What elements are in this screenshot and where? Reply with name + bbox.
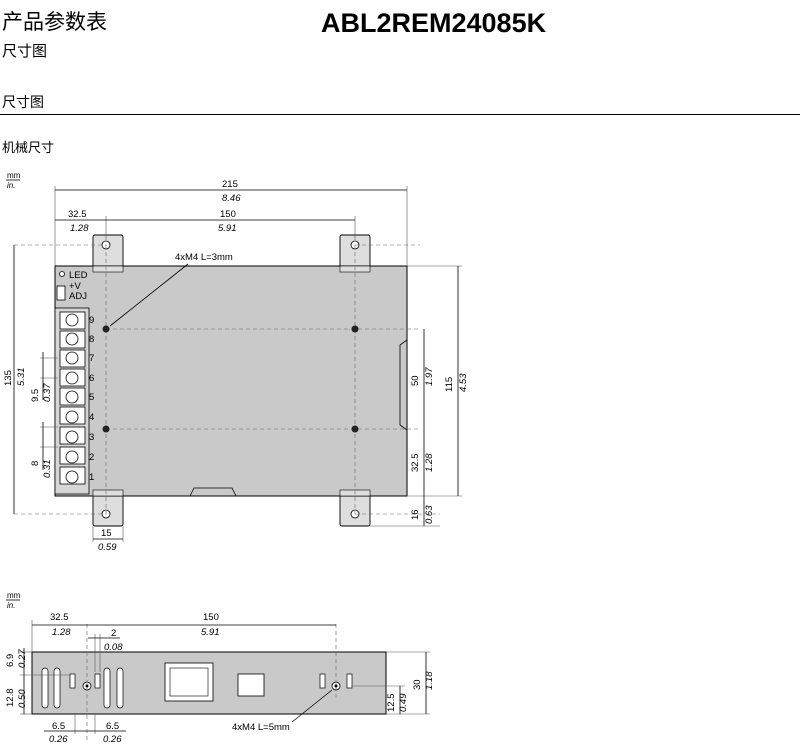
side-dim-top-offset-in: 0.27 — [17, 649, 28, 668]
side-dim-top-offset-mm: 6.9 — [5, 654, 16, 667]
terminal-4: 4 — [89, 412, 94, 423]
panel-adj: ADJ — [69, 291, 87, 302]
side-dim-bottom-offset-mm: 12.8 — [5, 689, 16, 708]
unit-in: in. — [7, 181, 15, 190]
dim-overall-width-in: 8.46 — [222, 193, 241, 204]
mount-holes-callout: 4xM4 L=3mm — [175, 252, 233, 263]
dim-terminal-pitch-in: 0.37 — [42, 383, 53, 402]
mount-hole — [351, 425, 359, 433]
terminal-3: 3 — [89, 432, 94, 443]
dim-tab-height-in: 0.63 — [424, 505, 435, 524]
dim-overall-width-mm: 215 — [222, 179, 238, 190]
mount-hole — [351, 325, 359, 333]
section-divider — [0, 114, 800, 115]
terminal-9: 9 — [89, 315, 94, 326]
dim-left-offset-in: 1.28 — [70, 223, 89, 234]
terminal-6: 6 — [89, 373, 94, 384]
terminal-screws — [59, 311, 86, 485]
unit-body — [54, 265, 408, 497]
dim-left-offset-mm: 32.5 — [68, 209, 87, 220]
side-dim-right-offset-mm: 12.5 — [386, 694, 397, 713]
terminal-1: 1 — [89, 472, 94, 483]
terminal-8: 8 — [89, 334, 94, 345]
dim-hole-pitch-in: 5.91 — [218, 223, 237, 234]
dim-height-in: 5.31 — [16, 368, 27, 387]
side-view: mm in. 32.5 1.28 150 5.91 — [5, 591, 435, 745]
mount-hole — [102, 425, 110, 433]
dim-terminal-gap-mm: 8 — [30, 461, 41, 466]
subsection-title: 机械尺寸 — [2, 141, 55, 156]
dim-height-mm: 135 — [3, 370, 14, 386]
terminal-7: 7 — [89, 353, 94, 364]
dim-lower-offset-mm: 32.5 — [410, 454, 421, 473]
side-dim-hole-pitch-in: 5.91 — [201, 627, 220, 638]
panel-led: LED — [69, 270, 88, 281]
side-dim-slot-in: 0.08 — [104, 642, 123, 653]
side-dim-bottom-right-mm: 6.5 — [106, 721, 119, 732]
terminal-2: 2 — [89, 452, 94, 463]
side-dim-left-offset-mm: 32.5 — [50, 612, 69, 623]
dim-lower-offset-in: 1.28 — [424, 453, 435, 472]
mount-hole — [102, 325, 110, 333]
side-dim-hole-pitch-mm: 150 — [203, 612, 219, 623]
side-dim-height-in: 1.18 — [424, 671, 435, 690]
unit-mm: mm — [7, 171, 21, 180]
dim-hole-pitch-mm: 150 — [220, 209, 236, 220]
panel-v: +V — [69, 281, 82, 292]
side-dim-right-offset-in: 0.49 — [398, 693, 409, 712]
page-title: 产品参数表 — [2, 10, 107, 34]
dim-tab-height-mm: 16 — [410, 509, 421, 520]
page-subtitle: 尺寸图 — [2, 42, 48, 60]
side-dim-bottom-left-in: 0.26 — [49, 734, 68, 745]
dim-tab-width-mm: 15 — [101, 528, 112, 539]
side-dim-height-mm: 30 — [412, 679, 423, 690]
dim-right-height-in: 4.53 — [458, 373, 469, 392]
adj-pot-icon — [56, 285, 66, 301]
dim-hole-spacing-in: 1.97 — [424, 367, 435, 386]
side-dim-slot-mm: 2 — [111, 628, 116, 639]
unit-mm-side: mm — [7, 591, 21, 600]
terminal-5: 5 — [89, 392, 94, 403]
dim-terminal-gap-in: 0.31 — [42, 460, 53, 479]
led-icon — [59, 271, 65, 277]
section-title: 尺寸图 — [2, 95, 44, 111]
dim-terminal-pitch-mm: 9.5 — [30, 389, 41, 402]
unit-in-side: in. — [7, 601, 15, 610]
side-dim-bottom-offset-in: 0.50 — [17, 689, 28, 708]
side-dim-bottom-left-mm: 6.5 — [52, 721, 65, 732]
top-view: mm in. — [3, 171, 469, 553]
dim-tab-width-in: 0.59 — [98, 542, 117, 553]
side-dim-left-offset-in: 1.28 — [52, 627, 71, 638]
side-mount-holes-callout: 4xM4 L=5mm — [232, 722, 290, 733]
side-dim-bottom-right-in: 0.26 — [103, 734, 122, 745]
model-number: ABL2REM24085K — [321, 8, 547, 38]
dim-hole-spacing-mm: 50 — [410, 375, 421, 386]
dim-right-height-mm: 115 — [444, 377, 455, 392]
